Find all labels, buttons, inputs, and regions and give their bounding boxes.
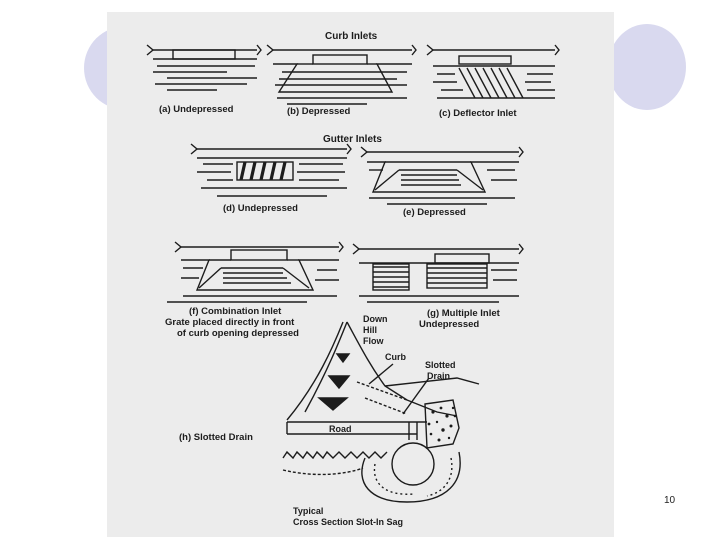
panel-c-deflector-inlet	[426, 44, 560, 99]
caption-h: (h) Slotted Drain	[179, 432, 253, 443]
label-curb: Curb	[385, 352, 406, 362]
caption-c: (c) Deflector Inlet	[439, 108, 517, 119]
panel-g-multiple-inlet	[352, 243, 524, 303]
aggregate-fill	[427, 406, 457, 442]
panel-e-gutter-depressed	[360, 146, 524, 205]
panel-h-slotted-drain	[282, 321, 480, 503]
label-flow: Flow	[363, 336, 384, 346]
caption-f-line1: (f) Combination Inlet	[189, 306, 282, 317]
caption-e: (e) Depressed	[403, 207, 466, 218]
label-slotted: Slotted	[425, 360, 456, 370]
label-hill: Hill	[363, 325, 377, 335]
label-drain: Drain	[427, 371, 450, 381]
panel-f-combination-inlet	[167, 241, 344, 303]
caption-d: (d) Undepressed	[223, 203, 298, 214]
caption-g-line1: (g) Multiple Inlet	[427, 308, 501, 319]
caption-f-line3: of curb opening depressed	[177, 328, 299, 339]
label-typical: Typical	[293, 506, 323, 516]
label-down: Down	[363, 314, 388, 324]
label-road: Road	[329, 424, 352, 434]
panel-b-curb-depressed	[266, 44, 417, 105]
curb-inlets-title: Curb Inlets	[325, 31, 378, 42]
caption-b: (b) Depressed	[287, 106, 351, 117]
caption-a: (a) Undepressed	[159, 104, 234, 115]
gutter-inlets-title: Gutter Inlets	[323, 134, 382, 145]
page-number: 10	[664, 495, 676, 506]
caption-f-line2: Grate placed directly in front	[165, 317, 295, 328]
inlet-types-figure: Curb Inlets (a) Undepressed (b) Depresse…	[107, 12, 614, 537]
panel-d-gutter-undepressed	[190, 143, 352, 197]
panel-a-curb-undepressed	[146, 44, 262, 91]
decorative-circle-right	[608, 24, 686, 110]
label-cross-section: Cross Section Slot-In Sag	[293, 517, 403, 527]
caption-g-line2: Undepressed	[419, 319, 479, 330]
